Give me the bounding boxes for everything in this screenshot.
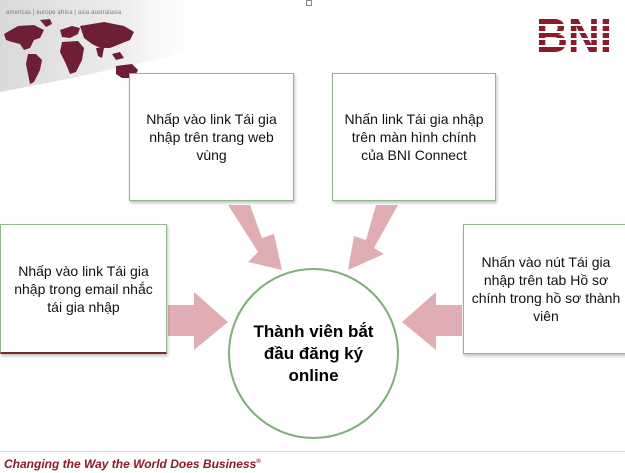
center-text: Thành viên bắt đầu đăng ký online <box>253 321 374 385</box>
step-text-bni-connect: Nhấn link Tái gia nhập trên màn hình chí… <box>344 111 484 163</box>
bni-logo: BNI <box>536 12 612 52</box>
arrow-right <box>402 292 462 350</box>
step-box-member-profile: Nhấn vào nút Tái gia nhập trên tab Hồ sơ… <box>463 224 625 354</box>
registered-mark: ® <box>256 459 261 465</box>
footer-tagline: Changing the Way the World Does Business… <box>4 457 261 471</box>
arrow-left <box>168 292 228 350</box>
regions-label: americas | europe africa | asia australa… <box>6 10 122 16</box>
footer-divider <box>0 451 625 452</box>
step-box-reminder-email: Nhấp vào link Tái gia nhập trong email n… <box>0 224 167 354</box>
arrow-top-left <box>228 205 282 270</box>
step-text-regional-website: Nhấp vào link Tái gia nhập trên trang we… <box>146 111 277 163</box>
center-circle: Thành viên bắt đầu đăng ký online <box>228 268 399 439</box>
arrow-top-right <box>348 205 398 270</box>
step-text-member-profile: Nhấn vào nút Tái gia nhập trên tab Hồ sơ… <box>471 254 621 324</box>
tagline-text: Changing the Way the World Does Business <box>4 457 257 471</box>
header-band <box>0 0 360 92</box>
step-text-reminder-email: Nhấp vào link Tái gia nhập trong email n… <box>14 262 153 315</box>
step-box-bni-connect: Nhấn link Tái gia nhập trên màn hình chí… <box>332 73 496 201</box>
step-box-regional-website: Nhấp vào link Tái gia nhập trên trang we… <box>129 73 294 201</box>
